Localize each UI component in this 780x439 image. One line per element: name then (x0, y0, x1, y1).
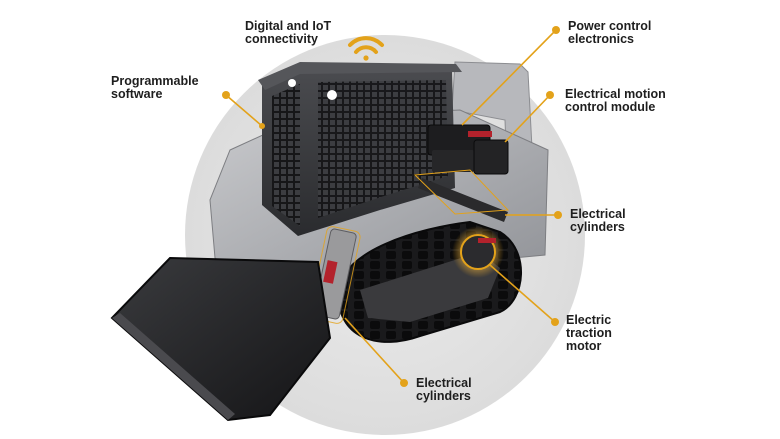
leader-traction (489, 264, 556, 323)
label-electric-traction-motor: Electric traction motor (566, 313, 612, 353)
label-electrical-motion-control-module: Electrical motion control module (565, 87, 666, 114)
callout-lines (225, 29, 558, 384)
cab-door-mesh (318, 80, 448, 218)
power-control-box-lower (432, 150, 474, 172)
traction-motor-badge (478, 238, 496, 243)
headlight-right (327, 90, 337, 100)
headlight-left (288, 79, 296, 87)
actuator-highlight (413, 169, 510, 215)
motion-control-box (473, 139, 509, 175)
dot-software-end (259, 123, 265, 129)
bucket-lip (112, 313, 235, 420)
dot-traction (551, 318, 559, 326)
wifi-icon (348, 36, 384, 61)
dot-software (222, 91, 230, 99)
dot-cylinders-right (554, 211, 562, 219)
label-electrical-cylinders-right: Electrical cylinders (570, 207, 626, 234)
label-power-control-electronics: Power control electronics (568, 19, 652, 46)
dot-cylinders-bottom (400, 379, 408, 387)
callout-dots (222, 26, 562, 387)
leader-power (461, 29, 557, 126)
cab-roof (258, 62, 462, 90)
front-cylinder-badge (323, 260, 338, 284)
label-programmable-software: Programmable software (111, 74, 199, 101)
dot-motion (546, 91, 554, 99)
actuator-rod (418, 178, 508, 222)
leader-software (225, 94, 263, 127)
cab-side-mesh (272, 84, 300, 226)
dot-power (552, 26, 560, 34)
leader-motion (504, 94, 551, 143)
label-digital-iot-connectivity: Digital and IoT connectivity (245, 19, 332, 46)
traction-motor (460, 234, 496, 270)
label-electrical-cylinders-bottom: Electrical cylinders (416, 376, 472, 403)
moog-badge-box (468, 131, 492, 137)
leader-cylinders-bottom (344, 317, 405, 384)
